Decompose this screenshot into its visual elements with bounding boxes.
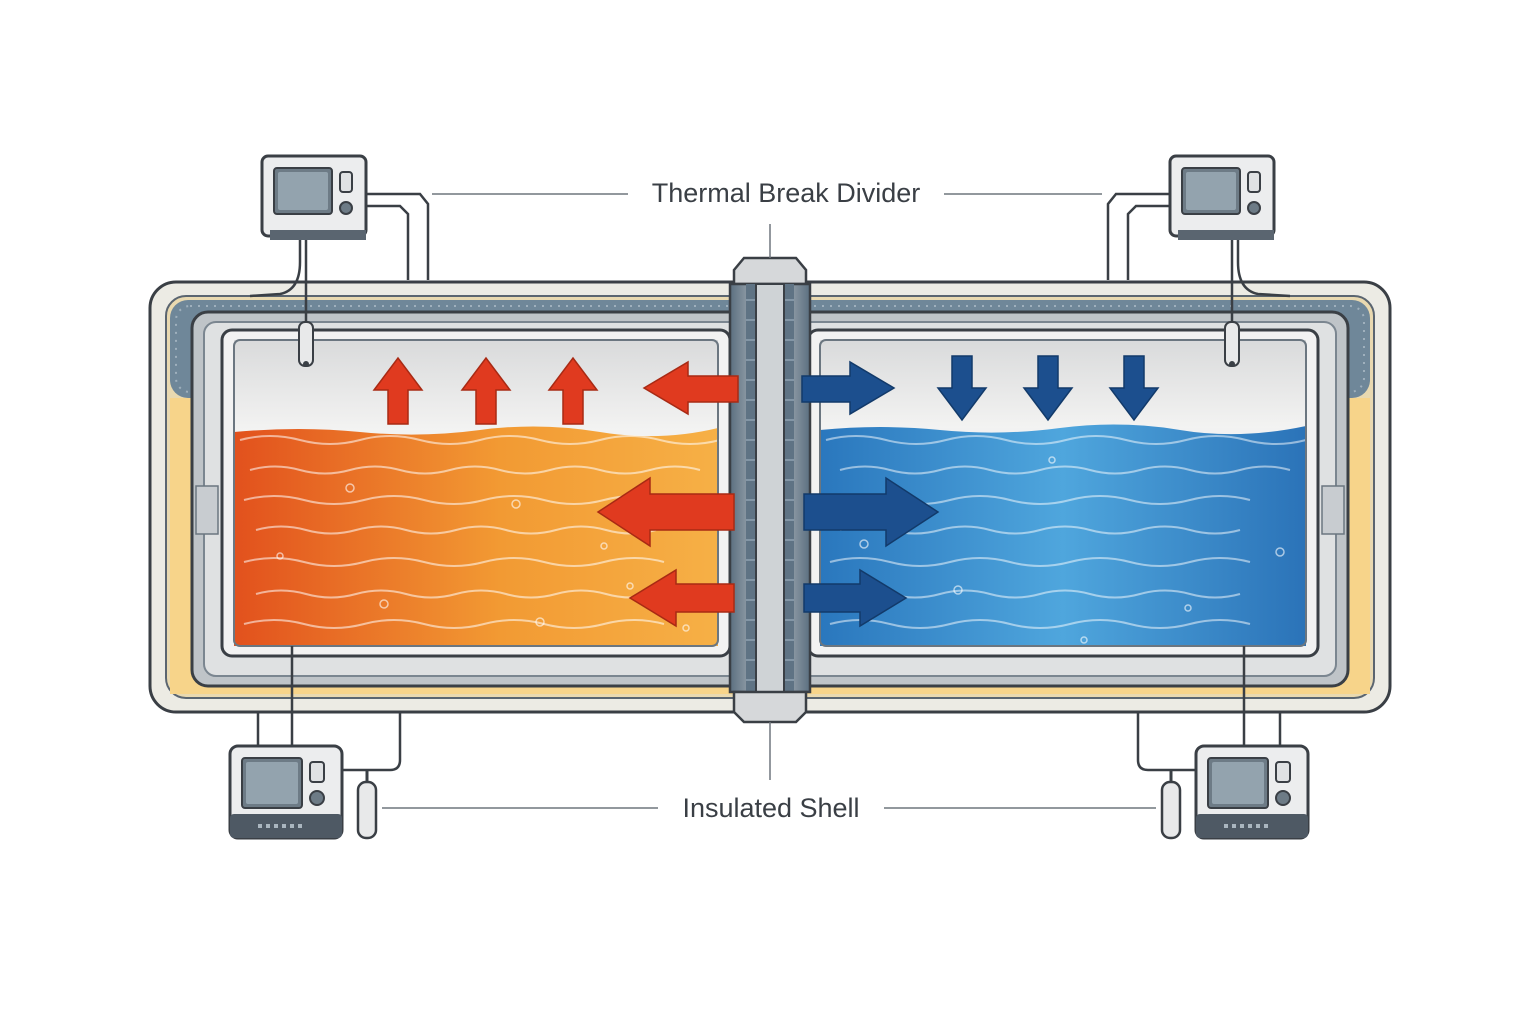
temperature-probes (298, 321, 1240, 840)
arrow-hot-up-icon (372, 356, 424, 425)
controller-unit-icon (260, 154, 368, 240)
arrow-hot-up-icon (460, 356, 512, 425)
temperature-probe-icon (298, 321, 314, 367)
label-insulated-shell: Insulated Shell (682, 793, 859, 823)
hot-tank (220, 328, 732, 658)
controller-bottom-left (228, 744, 344, 840)
controller-unit-icon (228, 744, 344, 840)
controller-bottom-right (1194, 744, 1310, 840)
sensor-cables (249, 192, 1291, 772)
callout-lines (382, 193, 1156, 809)
controller-top-right (1168, 154, 1276, 240)
hot-bubbles (276, 483, 690, 632)
arrow-hot-left-icon (596, 476, 735, 548)
temperature-probe-icon (1160, 770, 1182, 840)
temperature-probe-icon (356, 770, 378, 840)
controller-unit-icon (1194, 744, 1310, 840)
arrow-hot-left-icon (628, 568, 735, 628)
thermal-break-divider (728, 256, 812, 724)
cold-tank (806, 328, 1320, 658)
cold-arrows (801, 355, 1160, 628)
cold-water-waves (825, 435, 1307, 629)
controller-unit-icon (1168, 154, 1276, 240)
arrow-cold-down-icon (1108, 355, 1160, 422)
arrow-cold-right-icon (803, 476, 940, 548)
arrow-cold-right-icon (803, 568, 908, 628)
label-thermal-break-divider: Thermal Break Divider (652, 178, 921, 208)
arrow-hot-left-icon (642, 360, 739, 416)
hot-water-waves (239, 435, 721, 629)
arrow-hot-up-icon (547, 356, 599, 425)
temperature-probe-icon (1224, 321, 1240, 367)
cold-bubbles (859, 456, 1285, 644)
arrow-cold-right-icon (801, 360, 896, 416)
hot-arrows (372, 356, 739, 628)
arrow-cold-down-icon (1022, 355, 1074, 422)
arrow-cold-down-icon (936, 355, 988, 422)
controller-top-left (260, 154, 368, 240)
